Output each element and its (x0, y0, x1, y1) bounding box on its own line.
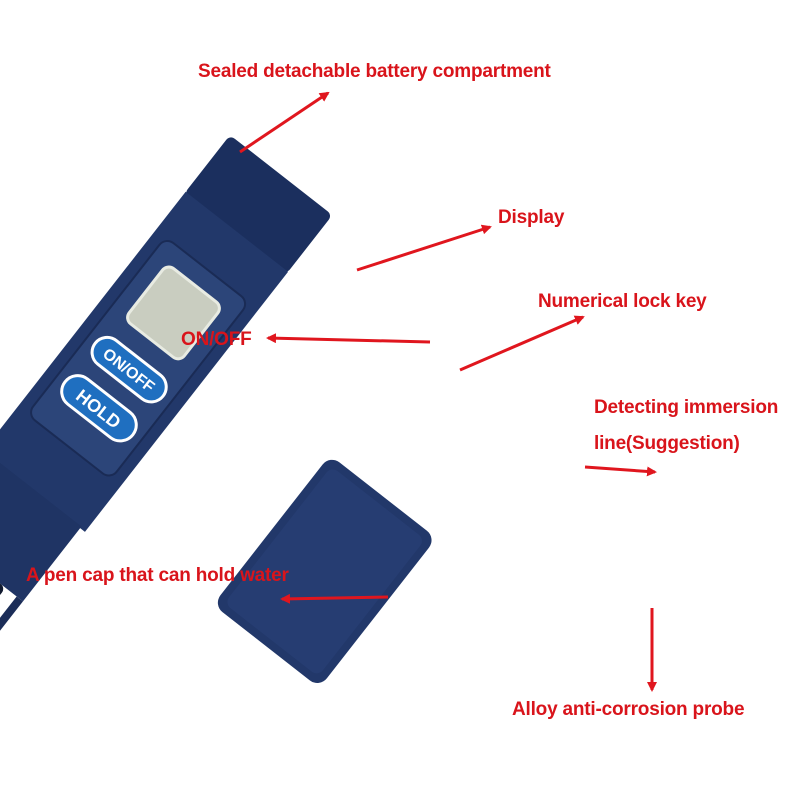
arrow-battery (239, 91, 330, 154)
arrow-on-off (266, 333, 431, 344)
label-immersion-line-2: line(Suggestion) (594, 433, 740, 454)
label-probe: Alloy anti-corrosion probe (512, 699, 745, 720)
probe-guard-right (0, 596, 23, 657)
probe-sleeve (0, 447, 82, 602)
tester-pen: ON/OFF HOLD (0, 137, 331, 657)
label-numerical-lock-key: Numerical lock key (538, 291, 707, 312)
arrow-pen-cap (280, 593, 389, 604)
label-battery-compartment: Sealed detachable battery compartment (198, 61, 551, 82)
hold-button[interactable] (55, 369, 142, 447)
on-off-button[interactable] (86, 331, 172, 408)
label-on-off: ON/OFF (181, 329, 252, 350)
arrow-lock-key (459, 315, 585, 372)
pen-cap (217, 459, 432, 683)
arrow-immersion (584, 465, 657, 477)
label-display: Display (498, 207, 565, 228)
arrow-display (356, 224, 492, 272)
label-pen-cap: A pen cap that can hold water (26, 565, 289, 586)
lcd-display (126, 265, 221, 361)
label-immersion-line-1: Detecting immersion (594, 397, 779, 418)
battery-compartment (186, 137, 331, 272)
